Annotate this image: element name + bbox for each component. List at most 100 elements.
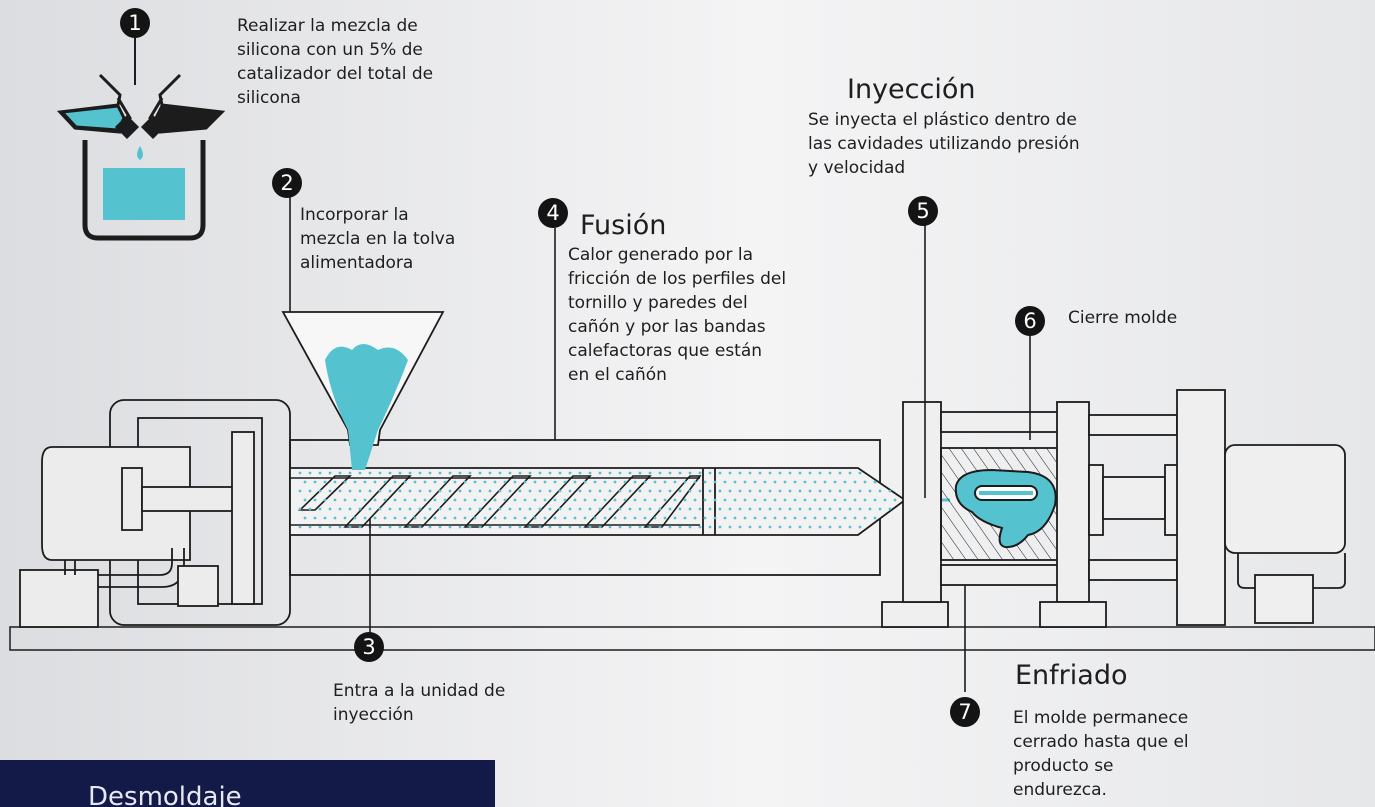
step-4-title: Fusión bbox=[580, 210, 667, 241]
melt-dot bbox=[798, 507, 802, 511]
melt-dot bbox=[668, 525, 672, 529]
melt-dot bbox=[683, 480, 687, 484]
melt-dot bbox=[428, 507, 432, 511]
melt-dot bbox=[503, 498, 507, 502]
melt-dot bbox=[323, 480, 327, 484]
melt-dot bbox=[458, 525, 462, 529]
melt-dot bbox=[423, 480, 427, 484]
melt-dot bbox=[678, 489, 682, 493]
melt-dot bbox=[348, 507, 352, 511]
melt-dot bbox=[548, 489, 552, 493]
step-1-line: Realizar la mezcla de bbox=[237, 16, 418, 36]
melt-dot bbox=[708, 507, 712, 511]
melt-dot bbox=[743, 480, 747, 484]
melt-dot bbox=[383, 480, 387, 484]
melt-dot bbox=[308, 507, 312, 511]
melt-dot bbox=[373, 498, 377, 502]
melt-dot bbox=[358, 507, 362, 511]
melt-dot bbox=[333, 516, 337, 520]
melt-dot bbox=[458, 471, 462, 475]
melt-dot bbox=[593, 480, 597, 484]
melt-dot bbox=[778, 489, 782, 493]
melt-dot bbox=[778, 471, 782, 475]
melt-dot bbox=[373, 480, 377, 484]
melt-dot bbox=[393, 516, 397, 520]
melt-dot bbox=[718, 489, 722, 493]
melt-dot bbox=[698, 489, 702, 493]
melt-dot bbox=[603, 498, 607, 502]
melt-dot bbox=[548, 525, 552, 529]
melt-dot bbox=[698, 525, 702, 529]
melt-dot bbox=[328, 489, 332, 493]
melt-dot bbox=[868, 507, 872, 511]
melt-dot bbox=[818, 525, 822, 529]
melt-dot bbox=[308, 525, 312, 529]
step-2-line: alimentadora bbox=[300, 253, 414, 273]
melt-dot bbox=[748, 471, 752, 475]
step-5-line: las cavidades utilizando presión bbox=[808, 134, 1080, 154]
melt-dot bbox=[728, 489, 732, 493]
step-3-line: Entra a la unidad de bbox=[333, 681, 506, 701]
melt-dot bbox=[463, 480, 467, 484]
melt-dot bbox=[823, 516, 827, 520]
molded-part bbox=[954, 468, 1057, 549]
melt-dot bbox=[318, 471, 322, 475]
melt-dot bbox=[553, 498, 557, 502]
melt-dot bbox=[578, 489, 582, 493]
melt-dot bbox=[598, 525, 602, 529]
melt-dot bbox=[643, 498, 647, 502]
step-1-line: silicona bbox=[237, 88, 301, 108]
melt-dot bbox=[383, 516, 387, 520]
melt-dot bbox=[343, 498, 347, 502]
melt-dot bbox=[718, 471, 722, 475]
melt-dot bbox=[308, 489, 312, 493]
screw bbox=[290, 475, 702, 528]
melt-dot bbox=[433, 498, 437, 502]
melt-dot bbox=[478, 507, 482, 511]
melt-dot bbox=[398, 507, 402, 511]
melt-dot bbox=[393, 498, 397, 502]
melt-dot bbox=[518, 507, 522, 511]
melt-dot bbox=[678, 525, 682, 529]
melt-dot bbox=[893, 498, 897, 502]
mixing-cup-icon bbox=[56, 35, 226, 241]
step-3-text: Entra a la unidad de inyección bbox=[333, 679, 505, 727]
melt-dot bbox=[478, 489, 482, 493]
melt-dot bbox=[743, 516, 747, 520]
melt-dot bbox=[823, 480, 827, 484]
melt-dot bbox=[348, 489, 352, 493]
melt-dot bbox=[488, 489, 492, 493]
melt-dot bbox=[388, 525, 392, 529]
step-5-text: Se inyecta el plástico dentro de las cav… bbox=[808, 108, 1080, 180]
melt-dot bbox=[593, 498, 597, 502]
melt-dot bbox=[718, 507, 722, 511]
melt-dot bbox=[473, 498, 477, 502]
melt-dot bbox=[313, 498, 317, 502]
melt-dot bbox=[428, 525, 432, 529]
melt-dot bbox=[658, 507, 662, 511]
melt-dot bbox=[758, 525, 762, 529]
melt-dot bbox=[473, 516, 477, 520]
melt-dot bbox=[438, 525, 442, 529]
melt-dot bbox=[763, 480, 767, 484]
melt-dot bbox=[783, 516, 787, 520]
melt-dot bbox=[448, 507, 452, 511]
melt-dot bbox=[328, 525, 332, 529]
melt-dot bbox=[728, 471, 732, 475]
melt-dot bbox=[338, 471, 342, 475]
melt-dot bbox=[753, 480, 757, 484]
melt-dot bbox=[318, 507, 322, 511]
melt-dot bbox=[483, 516, 487, 520]
melt-dot bbox=[748, 507, 752, 511]
melt-dot bbox=[438, 489, 442, 493]
melt-dot bbox=[528, 489, 532, 493]
melt-dot bbox=[403, 480, 407, 484]
melt-dot bbox=[458, 507, 462, 511]
melt-dot bbox=[313, 480, 317, 484]
melt-dot bbox=[638, 489, 642, 493]
melt-dot bbox=[828, 525, 832, 529]
melt-dot bbox=[493, 516, 497, 520]
melt-dot bbox=[478, 525, 482, 529]
melt-dot bbox=[313, 516, 317, 520]
melt-dot bbox=[538, 525, 542, 529]
